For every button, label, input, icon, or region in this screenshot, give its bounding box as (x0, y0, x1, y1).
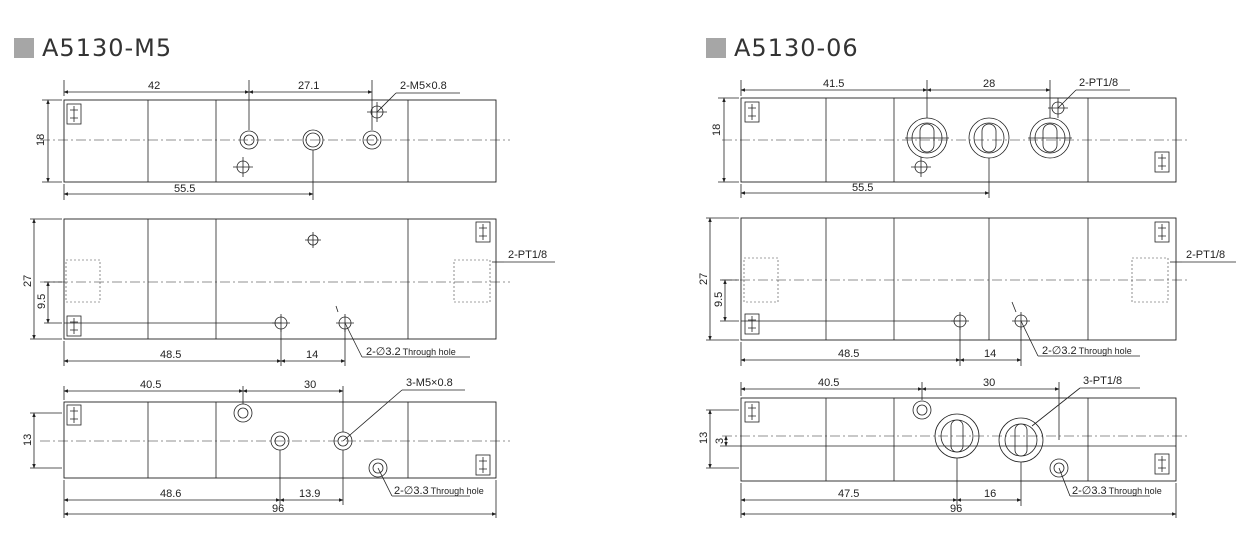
dim-label: 48.6 (160, 488, 181, 500)
dim-label: 30 (304, 379, 316, 391)
coil-symbol-icon (475, 221, 491, 243)
dim-label: 18 (711, 124, 723, 136)
title-right-text: A5130-06 (734, 34, 859, 62)
right-drawing: 41.5 28 2-PT1/8 18 55.5 (698, 77, 1236, 518)
mount-hole-icon (233, 157, 253, 177)
dim-label: 30 (983, 377, 995, 389)
dim-label: 3 (714, 438, 726, 444)
dim-label: 13 (698, 432, 710, 444)
coil-symbol-icon (66, 315, 82, 337)
dim-label: 13 (22, 434, 34, 446)
dim-label: 13.9 (299, 488, 320, 500)
port-icon (362, 130, 382, 150)
coil-symbol-icon (66, 404, 82, 426)
through-hole-icon (368, 458, 388, 478)
dim-label: 48.5 (838, 348, 859, 360)
dim-label: 9.5 (713, 292, 725, 307)
mount-hole-icon (305, 232, 321, 248)
dim-label: 14 (984, 348, 996, 360)
port-callout: 2-PT1/8 (508, 249, 547, 261)
dim-label: 28 (983, 78, 995, 90)
title-left-text: A5130-M5 (42, 34, 173, 62)
through-hole-icon (912, 400, 932, 420)
coil-symbol-icon (744, 101, 760, 123)
left-top-view: 42 27.1 2-M5×0.8 18 55.5 (35, 80, 510, 200)
dim-label: 48.5 (160, 349, 181, 361)
dim-label: 9.5 (36, 294, 48, 309)
coil-symbol-icon (1154, 453, 1170, 475)
through-hole-icon (1049, 458, 1069, 478)
title-left: A5130-M5 (14, 34, 172, 62)
title-square-icon (14, 38, 34, 58)
port-icon (239, 130, 259, 150)
title-square-icon (706, 38, 726, 58)
dim-label: 27 (22, 275, 34, 287)
valve-body (740, 217, 1177, 341)
valve-body (740, 397, 1177, 482)
valve-body (63, 218, 497, 340)
port-callout: 2-PT1/8 (1079, 77, 1118, 89)
dim-label: 96 (272, 503, 284, 515)
dim-label: 40.5 (140, 379, 161, 391)
dim-label: 47.5 (838, 488, 859, 500)
coil-symbol-icon (744, 313, 760, 335)
dim-label: 96 (950, 503, 962, 515)
dim-label: 55.5 (852, 182, 873, 194)
coil-symbol-icon (1154, 151, 1170, 173)
port-icon (1028, 117, 1072, 159)
dim-label: 27.1 (298, 80, 319, 92)
mount-hole-icon (911, 157, 931, 177)
dim-label: 14 (306, 349, 318, 361)
port-callout: 2-M5×0.8 (400, 80, 447, 92)
valve-body (63, 99, 497, 183)
coil-symbol-icon (1154, 221, 1170, 243)
dim-label: 27 (698, 273, 710, 285)
port-callout: 2-PT1/8 (1186, 249, 1225, 261)
coil-symbol-icon (744, 401, 760, 423)
dim-label: 55.5 (174, 183, 195, 195)
dim-label: 16 (984, 488, 996, 500)
coil-symbol-icon (475, 454, 491, 476)
right-top-view: 41.5 28 2-PT1/8 18 55.5 (711, 77, 1188, 198)
dim-label: 18 (35, 134, 47, 146)
dim-label: 40.5 (818, 377, 839, 389)
left-drawing: 42 27.1 2-M5×0.8 18 55.5 (22, 80, 555, 518)
dim-label: 42 (148, 80, 160, 92)
coil-symbol-icon (66, 103, 82, 125)
port-callout: 3-PT1/8 (1083, 375, 1122, 387)
port-callout: 3-M5×0.8 (406, 377, 453, 389)
dim-label: 41.5 (823, 78, 844, 90)
title-right: A5130-06 (706, 34, 859, 62)
